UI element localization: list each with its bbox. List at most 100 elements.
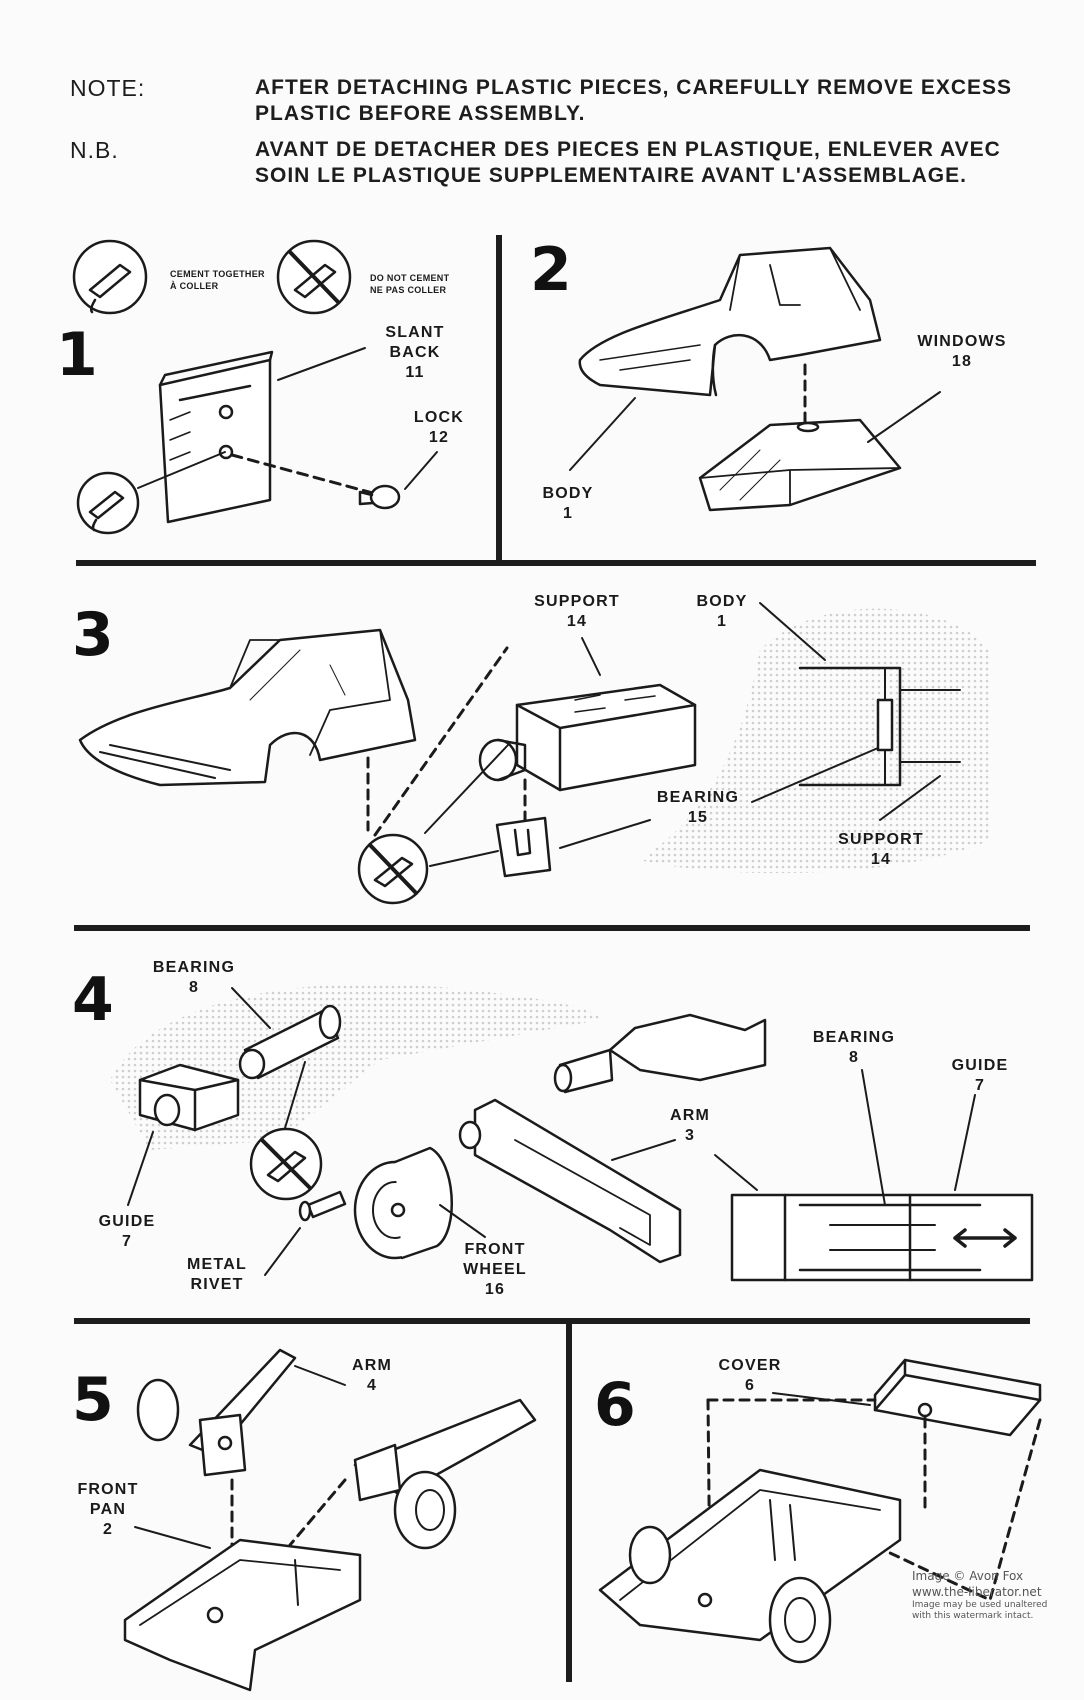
label-support-step3a: SUPPORT 14 [522, 592, 632, 632]
step-number-5: 5 [72, 1365, 114, 1435]
label-line: WINDOWS [917, 333, 1007, 350]
label-line: 7 [974, 1077, 986, 1094]
label-line: 7 [121, 1233, 133, 1250]
divider-v1 [496, 235, 502, 560]
guide-bearing-assembly [553, 1013, 767, 1094]
support-part [515, 683, 697, 792]
cement-label-line: CEMENT TOGETHER [170, 269, 265, 279]
label-line: SLANT [385, 324, 445, 341]
label-line: BACK [389, 344, 441, 361]
label-line: 11 [405, 364, 425, 381]
divider-v2 [566, 1322, 572, 1682]
label-line: 8 [848, 1049, 860, 1066]
no-cement-label-line: DO NOT CEMENT [370, 273, 450, 283]
lock-part [358, 484, 401, 510]
note-text-line: PLASTIC BEFORE ASSEMBLY. [255, 102, 586, 125]
no-cement-icon-step3 [357, 833, 429, 905]
label-line: GUIDE [98, 1213, 156, 1230]
note-text-line: AFTER DETACHING PLASTIC PIECES, CAREFULL… [255, 76, 1013, 99]
chassis-assembly [598, 1468, 902, 1664]
front-pan-part [123, 1538, 362, 1692]
label-arm-step5: ARM 4 [340, 1356, 404, 1396]
divider-2 [74, 925, 1030, 931]
label-body-step3: BODY 1 [686, 592, 758, 632]
front-wheel-part [353, 1146, 453, 1260]
label-line: RIVET [190, 1276, 244, 1293]
label-line: 6 [744, 1377, 756, 1394]
label-line: SUPPORT [838, 831, 924, 848]
label-line: 15 [687, 809, 709, 826]
label-line: BODY [696, 593, 748, 610]
body-part-step2 [578, 246, 882, 397]
bearing-part-step3 [478, 738, 527, 782]
label-front-pan: FRONT PAN 2 [70, 1480, 146, 1540]
cement-label-line: À COLLER [170, 281, 219, 291]
step-number-6: 6 [594, 1370, 636, 1440]
no-cement-icon [276, 239, 352, 315]
label-line: 2 [102, 1521, 114, 1538]
label-line: 18 [951, 353, 973, 370]
label-line: ARM [669, 1107, 711, 1124]
guide-part-step4a [138, 1063, 240, 1132]
metal-rivet-part [298, 1190, 347, 1222]
nb-text-line: AVANT DE DETACHER DES PIECES EN PLASTIQU… [255, 138, 1001, 161]
label-slant-back: SLANT BACK 11 [372, 323, 458, 383]
nb-text: AVANT DE DETACHER DES PIECES EN PLASTIQU… [255, 137, 1045, 189]
label-front-wheel: FRONT WHEEL 16 [452, 1240, 538, 1300]
label-line: 1 [562, 505, 574, 522]
label-line: FRONT [77, 1481, 139, 1498]
label-bearing-step4b: BEARING 8 [800, 1028, 908, 1068]
label-line: BEARING [656, 789, 740, 806]
no-cement-icon-step4 [249, 1127, 323, 1201]
label-arm-step4: ARM 3 [658, 1106, 722, 1146]
step-number-4: 4 [72, 965, 114, 1035]
label-line: 4 [366, 1377, 378, 1394]
bearing-part-step4a [238, 1004, 342, 1080]
divider-1 [76, 560, 1036, 566]
label-line: BEARING [812, 1029, 896, 1046]
label-support-step3b: SUPPORT 14 [826, 830, 936, 870]
label-guide-step4a: GUIDE 7 [84, 1212, 170, 1252]
divider-3 [74, 1318, 1030, 1324]
arm-part-step4 [458, 1098, 682, 1264]
label-line: ARM [351, 1357, 393, 1374]
step-number-3: 3 [72, 600, 114, 670]
label-body-step2: BODY 1 [532, 484, 604, 524]
label-line: FRONT [464, 1241, 526, 1258]
second-arm-step5 [353, 1398, 537, 1550]
watermark-line: www.the-liberator.net [912, 1585, 1042, 1599]
nb-label: N.B. [70, 137, 119, 163]
no-cement-label: DO NOT CEMENT NE PAS COLLER [370, 272, 449, 296]
support-schematic [798, 666, 961, 787]
cement-icon-step1 [76, 471, 140, 535]
arm-guide-schematic [730, 1193, 1034, 1282]
label-line: 14 [870, 851, 892, 868]
label-cover: COVER 6 [708, 1356, 792, 1396]
body-part-step3 [78, 628, 417, 787]
label-line: BEARING [152, 959, 236, 976]
label-metal-rivet: METAL RIVET [176, 1255, 258, 1295]
label-line: BODY [542, 485, 594, 502]
label-line: GUIDE [951, 1057, 1009, 1074]
label-line: 8 [188, 979, 200, 996]
slant-back-part [158, 350, 274, 524]
label-lock: LOCK 12 [404, 408, 474, 448]
shade-area-3 [640, 608, 990, 874]
label-line: COVER [718, 1357, 782, 1374]
label-bearing-step4a: BEARING 8 [140, 958, 248, 998]
label-line: SUPPORT [534, 593, 620, 610]
label-line: WHEEL [463, 1261, 527, 1278]
label-windows: WINDOWS 18 [906, 332, 1018, 372]
bearing-clip-part [495, 816, 552, 878]
nb-text-line: SOIN LE PLASTIQUE SUPPLEMENTAIRE AVANT L… [255, 164, 967, 187]
label-line: 1 [716, 613, 728, 630]
label-line: PAN [89, 1501, 127, 1518]
watermark-line: with this watermark intact. [912, 1611, 1034, 1621]
step-number-2: 2 [530, 235, 572, 305]
watermark: Image © Avon Fox www.the-liberator.net I… [912, 1568, 1047, 1622]
label-line: 3 [684, 1127, 696, 1144]
step-number-1: 1 [56, 320, 98, 390]
watermark-line: Image may be used unaltered [912, 1600, 1048, 1610]
label-bearing-step3: BEARING 15 [646, 788, 750, 828]
windows-part [698, 418, 902, 512]
